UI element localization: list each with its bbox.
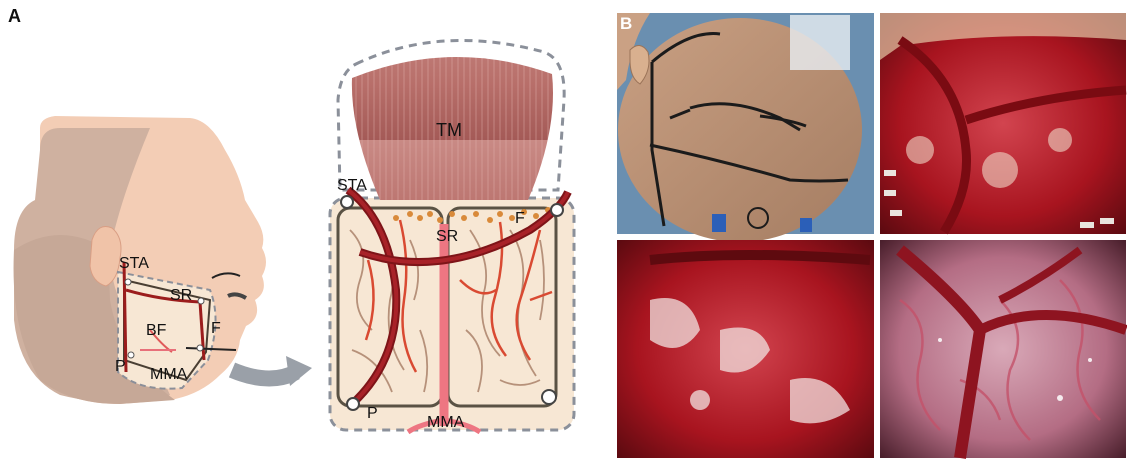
curved-arrow xyxy=(232,370,296,379)
flap-label-tm: TM xyxy=(436,120,462,140)
photo-bottom-left xyxy=(617,240,874,458)
face-label-f: F xyxy=(211,320,221,337)
photo-top-right xyxy=(880,13,1126,234)
flap-label-p: P xyxy=(367,405,378,422)
arrow-head xyxy=(286,356,312,386)
photo-top-left xyxy=(617,13,874,242)
flap-label-sta: STA xyxy=(337,177,367,194)
face-label-bf: BF xyxy=(146,322,167,339)
face-label-mma: MMA xyxy=(150,366,188,383)
face-label-sta: STA xyxy=(119,255,149,272)
face-label-sr: SR xyxy=(170,287,192,304)
flap-label-mma: MMA xyxy=(427,414,465,431)
flap-label-sr: SR xyxy=(436,228,458,245)
face-label-p: P xyxy=(115,358,126,375)
panel-b-letter: B xyxy=(620,14,632,33)
photo-bottom-right xyxy=(880,240,1126,458)
flap-label-f: F xyxy=(515,210,525,227)
